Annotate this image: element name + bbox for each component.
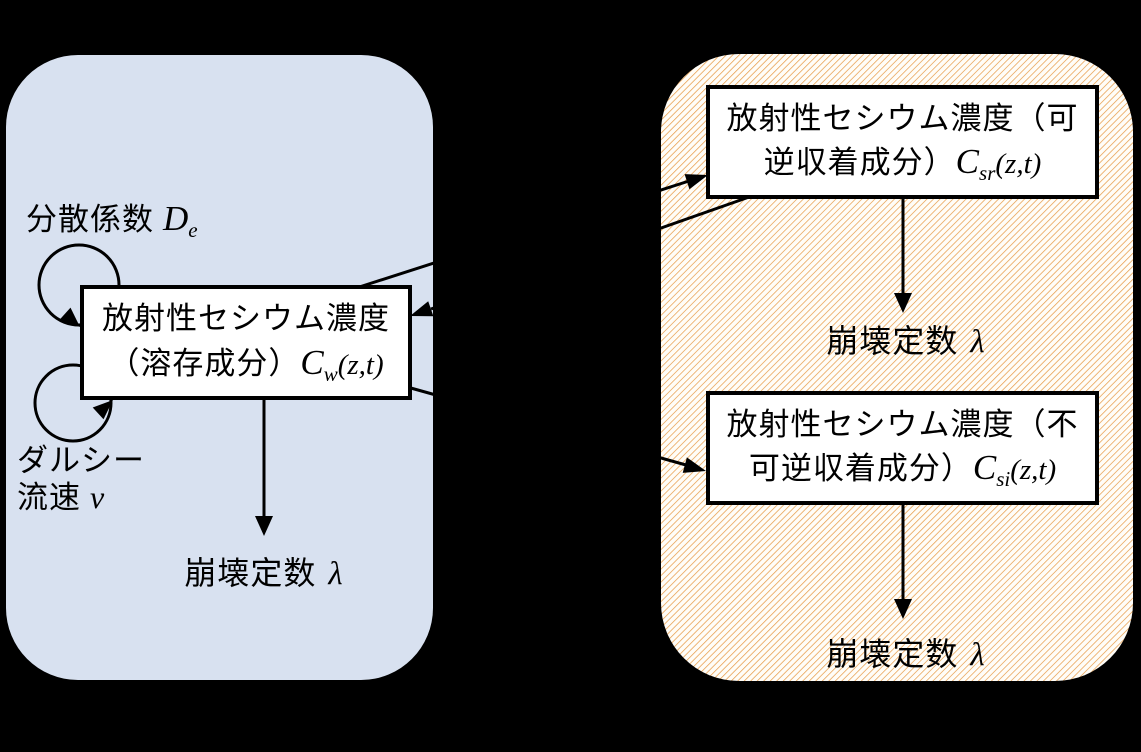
- decay-constant-label-right-top: 崩壊定数 λ: [786, 316, 1026, 362]
- irreversible-sorption-arrowhead: [682, 457, 706, 473]
- decay-right-top-lambda: λ: [970, 324, 986, 360]
- decay-left-lambda: λ: [328, 556, 344, 592]
- csi-box-label: 放射性セシウム濃度（不 可逆収着成分）Csi(z,t): [708, 393, 1097, 503]
- cw-box-line1-text: 放射性セシウム濃度: [102, 300, 390, 336]
- csi-box: [706, 391, 1099, 505]
- dispersion-coefficient-label: 分散係数 De: [26, 194, 198, 242]
- sorption-arrowhead: [684, 174, 708, 190]
- darcy-loop-arrowhead: [92, 400, 113, 420]
- cw-box-line1: 放射性セシウム濃度: [102, 297, 390, 341]
- csr-subscript: sr: [979, 160, 996, 185]
- darcy-label-line1: ダルシー: [17, 443, 145, 478]
- cw-box-line2-text: （溶存成分）: [108, 345, 301, 381]
- csr-box-line1-text: 放射性セシウム濃度（可: [726, 100, 1079, 136]
- panel-gap-cover: [433, 0, 661, 752]
- cw-decay-arrowhead: [255, 516, 273, 536]
- cw-arguments: (z,t): [337, 348, 384, 381]
- dispersion-label-text: 分散係数: [26, 202, 154, 237]
- darcy-velocity-label: ダルシー 流速 v: [17, 443, 145, 516]
- decay-right-top-text: 崩壊定数: [826, 323, 959, 359]
- csi-box-line2-text: 可逆収着成分）: [748, 450, 973, 486]
- desorption-arrowhead: [410, 301, 434, 317]
- csi-arguments: (z,t): [1010, 453, 1057, 486]
- csi-box-line2: 可逆収着成分）Csi(z,t): [749, 446, 1056, 494]
- dispersion-subscript: e: [188, 218, 198, 242]
- csr-box-label: 放射性セシウム濃度（可 逆収着成分）Csr(z,t): [708, 87, 1097, 197]
- csi-box-line1-text: 放射性セシウム濃度（不: [726, 406, 1079, 442]
- cw-box-label: 放射性セシウム濃度 （溶存成分）Cw(z,t): [82, 287, 410, 398]
- decay-right-bottom-text: 崩壊定数: [826, 636, 959, 672]
- darcy-symbol: v: [90, 479, 105, 515]
- csr-symbol: C: [955, 141, 980, 181]
- darcy-label-line2-text: 流速: [17, 480, 81, 515]
- csr-arguments: (z,t): [995, 147, 1042, 180]
- cw-symbol: C: [300, 342, 324, 382]
- cw-subscript: w: [323, 361, 338, 386]
- cw-box: [80, 285, 412, 400]
- csi-decay-arrowhead: [894, 599, 912, 619]
- csi-box-line1: 放射性セシウム濃度（不: [727, 403, 1079, 446]
- csi-symbol: C: [972, 447, 997, 487]
- csr-decay-arrowhead: [894, 293, 912, 313]
- decay-constant-label-right-bottom: 崩壊定数 λ: [786, 629, 1026, 675]
- decay-constant-label-left: 崩壊定数 λ: [144, 548, 384, 594]
- decay-left-text: 崩壊定数: [184, 555, 317, 591]
- darcy-label-line2: 流速 v: [17, 479, 145, 516]
- decay-right-bottom-lambda: λ: [970, 637, 986, 673]
- csr-box-line2-text: 逆収着成分）: [763, 144, 956, 180]
- dispersion-loop-arrowhead: [59, 307, 80, 327]
- csr-box-line2: 逆収着成分）Csr(z,t): [764, 140, 1042, 188]
- dispersion-symbol: D: [163, 199, 189, 238]
- cw-box-line2: （溶存成分）Cw(z,t): [108, 341, 383, 389]
- solid-phase-panel: [661, 54, 1133, 681]
- csr-box-line1: 放射性セシウム濃度（可: [727, 97, 1079, 140]
- csi-subscript: si: [996, 466, 1011, 491]
